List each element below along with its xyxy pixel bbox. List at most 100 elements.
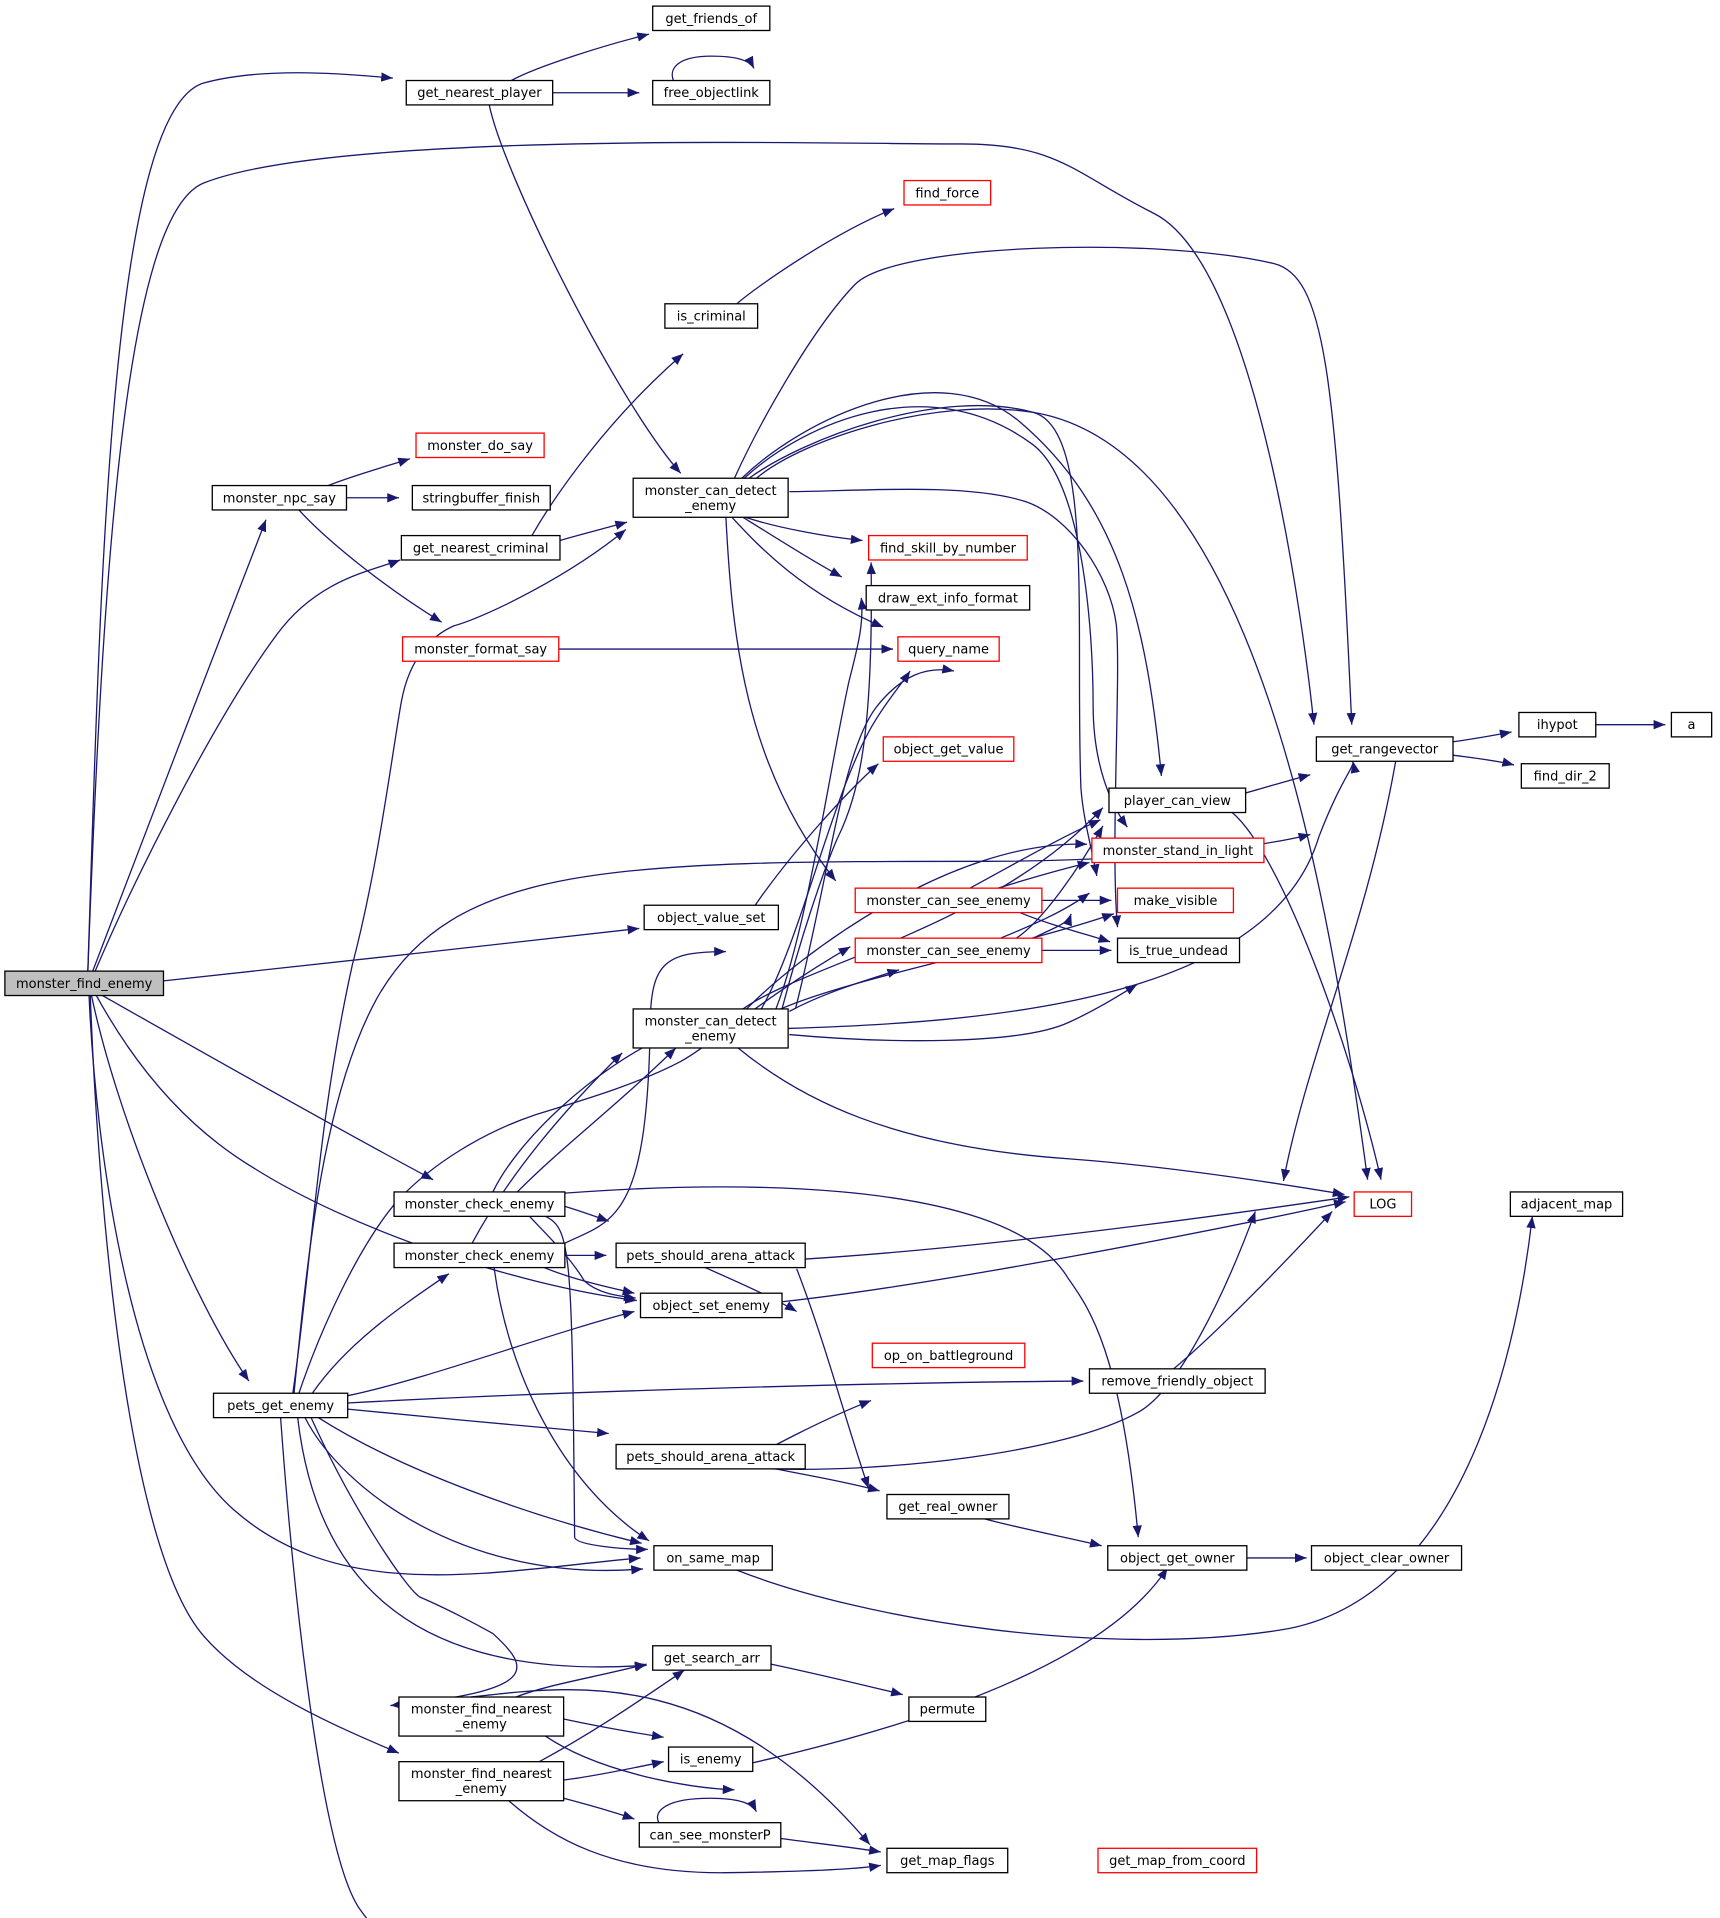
node-query-name[interactable]: query_name xyxy=(897,636,1000,662)
edge-n27-n12 xyxy=(1033,914,1073,938)
node-pets-should-arena-attack[interactable]: pets_should_arena_attack xyxy=(615,1242,806,1269)
node-box xyxy=(632,477,789,518)
node-get-nearest-player[interactable]: get_nearest_player xyxy=(405,79,554,106)
node-label-line: monster_can_detect xyxy=(645,1014,777,1029)
node-label: pets_should_arena_attack xyxy=(626,1450,795,1465)
node-player-can-view[interactable]: player_can_view xyxy=(1108,787,1247,814)
node-box xyxy=(652,79,771,106)
node-monster-can-detect-enemy[interactable]: monster_can_detect_enemy xyxy=(632,477,789,518)
node-label-line: object_get_value xyxy=(894,743,1004,758)
node-find-skill-by-number[interactable]: find_skill_by_number xyxy=(867,534,1028,561)
node-box xyxy=(886,1493,1010,1520)
node-adjacent-map[interactable]: adjacent_map xyxy=(1509,1191,1624,1217)
node-label-line: is_enemy xyxy=(680,1753,742,1768)
node-is-true-undead[interactable]: is_true_undead xyxy=(1116,937,1241,964)
edge-n32-n38 xyxy=(805,1193,1349,1259)
node-label-line: monster_stand_in_light xyxy=(1103,844,1254,859)
node-box xyxy=(632,1008,789,1049)
node-box xyxy=(882,736,1015,762)
edge-n48-n49 xyxy=(781,1839,881,1856)
node-stringbuffer-finish[interactable]: stringbuffer_finish xyxy=(411,484,551,511)
node-free-objectlink[interactable]: free_objectlink xyxy=(652,79,771,106)
node-ihypot[interactable]: ihypot xyxy=(1518,711,1597,738)
node-get-map-flags[interactable]: get_map_flags xyxy=(886,1847,1009,1874)
edge-n9-n20 xyxy=(742,393,1166,776)
node-is-enemy[interactable]: is_enemy xyxy=(667,1746,754,1773)
node-get-rangevector[interactable]: get_rangevector xyxy=(1315,736,1454,762)
node-label-line: pets_get_enemy xyxy=(227,1399,334,1414)
edge-n32-n29 xyxy=(565,945,726,1244)
edge-n1-n9 xyxy=(489,105,681,473)
node-on-same-map[interactable]: on_same_map xyxy=(653,1545,773,1571)
node-pets-should-arena-attack[interactable]: pets_should_arena_attack xyxy=(615,1443,806,1470)
node-object-value-set[interactable]: object_value_set xyxy=(643,904,780,931)
node-op-on-battleground[interactable]: op_on_battleground xyxy=(871,1342,1026,1369)
node-box xyxy=(393,1191,566,1217)
node-box xyxy=(1310,1545,1463,1571)
node-object-set-enemy[interactable]: object_set_enemy xyxy=(639,1292,783,1319)
node-remove-friendly-object[interactable]: remove_friendly_object xyxy=(1088,1368,1266,1394)
node-monster-can-detect-enemy[interactable]: monster_can_detect_enemy xyxy=(632,1008,789,1049)
node-box xyxy=(1116,887,1235,914)
node-object-clear-owner[interactable]: object_clear_owner xyxy=(1310,1545,1463,1571)
node-get-real-owner[interactable]: get_real_owner xyxy=(886,1493,1010,1520)
node-get-friends-of[interactable]: get_friends_of xyxy=(652,5,771,32)
node-label-line: query_name xyxy=(908,643,989,658)
node-monster-find-nearest-enemy[interactable]: monster_find_nearest_enemy xyxy=(398,1761,565,1802)
node-box xyxy=(1088,1368,1266,1394)
node-label: monster_check_enemy xyxy=(405,1198,555,1213)
node-label-line: can_see_monsterP xyxy=(650,1828,771,1843)
node-label-line: find_dir_2 xyxy=(1534,769,1597,784)
node-box xyxy=(1520,763,1610,789)
node-monster-find-nearest-enemy[interactable]: monster_find_nearest_enemy xyxy=(398,1696,565,1737)
edge-n0-n33 xyxy=(96,996,636,1305)
node-box xyxy=(400,534,561,561)
edge-n7-n13 xyxy=(299,510,442,622)
node-box xyxy=(886,1847,1009,1874)
node-a[interactable]: a xyxy=(1670,711,1713,738)
node-box xyxy=(1091,837,1265,864)
node-monster-npc-say[interactable]: monster_npc_say xyxy=(211,484,348,511)
node-log[interactable]: LOG xyxy=(1353,1191,1413,1217)
node-find-force[interactable]: find_force xyxy=(903,179,992,206)
node-monster-find-enemy[interactable]: monster_find_enemy xyxy=(4,970,165,997)
edge-n46-n42 xyxy=(753,1568,1168,1763)
node-monster-check-enemy[interactable]: monster_check_enemy xyxy=(393,1191,566,1217)
edge-n46-n48 xyxy=(564,1798,635,1820)
node-label: make_visible xyxy=(1134,894,1218,909)
edge-n0-n10 xyxy=(95,560,400,971)
node-get-nearest-criminal[interactable]: get_nearest_criminal xyxy=(400,534,561,561)
node-label-line: _enemy xyxy=(684,499,736,514)
node-can-see-monsterp[interactable]: can_see_monsterP xyxy=(638,1822,782,1848)
node-box xyxy=(1315,736,1454,762)
edge-n39-n30 xyxy=(985,1519,1102,1549)
edges-layer xyxy=(88,32,1666,1918)
edge-n45-n40 xyxy=(471,1690,870,1845)
node-monster-check-enemy[interactable]: monster_check_enemy xyxy=(393,1242,566,1269)
node-box xyxy=(897,636,1000,662)
node-is-criminal[interactable]: is_criminal xyxy=(664,303,759,329)
node-label-line: object_set_enemy xyxy=(652,1299,770,1314)
node-label-line: _enemy xyxy=(455,1718,507,1733)
node-monster-stand-in-light[interactable]: monster_stand_in_light xyxy=(1091,837,1265,864)
node-label: find_dir_2 xyxy=(1534,769,1597,784)
edge-n25-n20 xyxy=(795,662,954,1009)
edge-n44-n47 xyxy=(564,1719,664,1741)
node-get-map-from-coord[interactable]: get_map_from_coord xyxy=(1097,1847,1258,1874)
node-object-get-value[interactable]: object_get_value xyxy=(882,736,1015,762)
node-monster-format-say[interactable]: monster_format_say xyxy=(401,636,560,662)
node-get-search-arr[interactable]: get_search_arr xyxy=(652,1645,772,1671)
node-monster-can-see-enemy[interactable]: monster_can_see_enemy xyxy=(854,937,1043,964)
node-draw-ext-info-format[interactable]: draw_ext_info_format xyxy=(865,584,1031,611)
node-label-line: find_skill_by_number xyxy=(880,541,1017,556)
node-pets-get-enemy[interactable]: pets_get_enemy xyxy=(212,1392,349,1419)
node-label: get_nearest_player xyxy=(417,86,542,101)
edge-n1-n2 xyxy=(511,32,649,80)
node-monster-do-say[interactable]: monster_do_say xyxy=(415,432,545,459)
node-find-dir-2[interactable]: find_dir_2 xyxy=(1520,763,1610,789)
edge-n9-n29 xyxy=(756,409,1372,1180)
node-make-visible[interactable]: make_visible xyxy=(1116,887,1235,914)
node-object-get-owner[interactable]: object_get_owner xyxy=(1107,1545,1248,1571)
node-monster-can-see-enemy[interactable]: monster_can_see_enemy xyxy=(854,887,1043,914)
node-permute[interactable]: permute xyxy=(908,1696,987,1723)
